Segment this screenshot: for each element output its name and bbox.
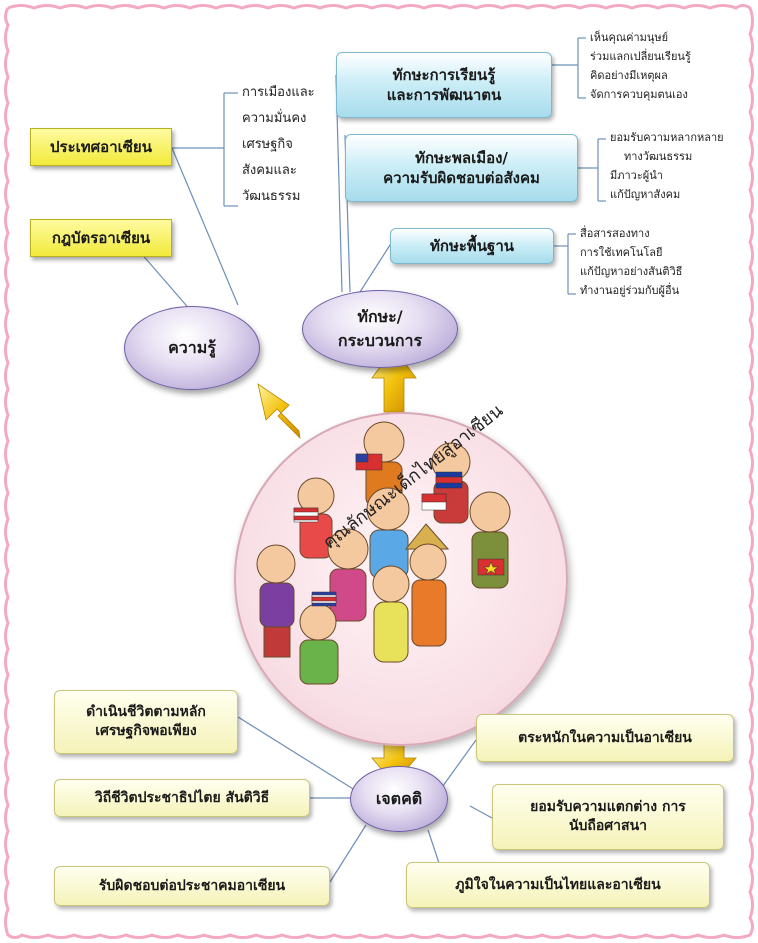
child-10 [299, 603, 339, 685]
basic-item: ทำงานอยู่ร่วมกับผู้อื่น [580, 284, 680, 297]
respect-line2: นับถือศาสนา [568, 818, 648, 834]
democracy-box: วิถีชีวิตประชาธิปไตย สันติวิธี [54, 779, 310, 817]
asean-countries-box: ประเทศอาเซียน [30, 128, 172, 166]
citizenship-item: ยอมรับความหลากหลาย [610, 131, 724, 144]
sufficiency-line2: เศรษฐกิจพอเพียง [95, 723, 197, 739]
learning-item: ร่วมแลกเปลี่ยนเรียนรู้ [590, 50, 691, 63]
learning-item: จัดการควบคุมตนเอง [590, 88, 688, 101]
basic-item: แก้ปัญหาอย่างสันติวิธี [580, 265, 683, 278]
learning-item: คิดอย่างมีเหตุผล [590, 69, 668, 82]
respect-line1: ยอมรับความแตกต่าง การ [530, 799, 686, 816]
citizenship-skills-box: ทักษะพลเมือง/ ความรับผิดชอบต่อสังคม [345, 134, 578, 202]
pillar-item: สังคมและ [242, 163, 297, 178]
connector-attitude-respect [469, 805, 493, 819]
knowledge-oval: ความรู้ [124, 306, 260, 390]
citizenship-line1: ทักษะพลเมือง/ [415, 148, 508, 167]
asean-pillars-list: การเมืองและ ความมั่นคง เศรษฐกิจ สังคมและ… [242, 80, 315, 210]
pillar-item: เศรษฐกิจ [242, 137, 293, 152]
connector-attitude-sufficiency [237, 716, 359, 793]
pride-box: ภูมิใจในความเป็นไทยและอาเซียน [406, 862, 710, 908]
child-8 [372, 565, 410, 663]
frame-border [4, 4, 754, 939]
basic-skills-list: สื่อสารสองทาง การใช้เทคโนโลยี แก้ปัญหาอย… [580, 224, 682, 300]
children-illustration-icon [256, 421, 511, 685]
sufficiency-line1: ดำเนินชีวิตตามหลัก [86, 704, 206, 721]
skills-oval-line1: ทักษะ/ [357, 307, 403, 326]
basic-item: การใช้เทคโนโลยี [580, 246, 663, 259]
center-illustration [234, 412, 568, 746]
child-4 [366, 487, 410, 579]
connector-knowledge-charter [139, 251, 193, 313]
connector-attitude-responsibility [329, 824, 367, 883]
pillar-item: การเมืองและ [242, 85, 315, 100]
learning-skills-line1: ทักษะการเรียนรู้ [392, 65, 496, 84]
responsibility-box: รับผิดชอบต่อประชาคมอาเซียน [54, 866, 330, 906]
citizenship-item: แก้ปัญหาสังคม [610, 188, 681, 201]
arrow-to-knowledge-icon [257, 383, 301, 440]
learning-skills-box: ทักษะการเรียนรู้ และการพัฒนาตน [336, 52, 552, 118]
connector-attitude-awareness [439, 739, 477, 791]
religious-respect-box: ยอมรับความแตกต่าง การ นับถือศาสนา [492, 784, 724, 850]
child-3 [297, 477, 335, 559]
child-9 [404, 523, 450, 647]
asean-awareness-box: ตระหนักในความเป็นอาเซียน [476, 714, 734, 762]
learning-item: เห็นคุณค่ามนุษย์ [590, 31, 669, 44]
connector-skills-basic [359, 244, 391, 293]
citizenship-item: มีภาวะผู้นำ [610, 169, 663, 182]
pillar-item: วัฒนธรรม [242, 189, 301, 204]
connector-knowledge-countries [171, 147, 239, 306]
skills-oval: ทักษะ/ กระบวนการ [302, 290, 458, 368]
citizenship-item: ทางวัฒนธรรม [624, 150, 693, 163]
attitude-oval: เจตคติ [350, 766, 448, 832]
basic-skills-box: ทักษะพื้นฐาน [390, 228, 554, 264]
learning-skills-list: เห็นคุณค่ามนุษย์ ร่วมแลกเปลี่ยนเรียนรู้ … [590, 28, 691, 104]
connector-attitude-pride [427, 829, 441, 867]
sufficiency-economy-box: ดำเนินชีวิตตามหลัก เศรษฐกิจพอเพียง [54, 690, 238, 754]
pillar-item: ความมั่นคง [242, 111, 307, 126]
connector-lines [139, 37, 606, 883]
asean-charter-box: กฎบัตรอาเซียน [30, 219, 172, 257]
citizenship-line2: ความรับผิดชอบต่อสังคม [383, 169, 540, 187]
skills-oval-line2: กระบวนการ [337, 331, 423, 350]
child-7 [256, 544, 296, 658]
citizenship-skills-list: ยอมรับความหลากหลาย ทางวัฒนธรรม มีภาวะผู้… [610, 128, 724, 204]
wavy-frame [4, 4, 754, 939]
basic-item: สื่อสารสองทาง [580, 227, 650, 240]
learning-skills-line2: และการพัฒนาตน [386, 86, 502, 104]
